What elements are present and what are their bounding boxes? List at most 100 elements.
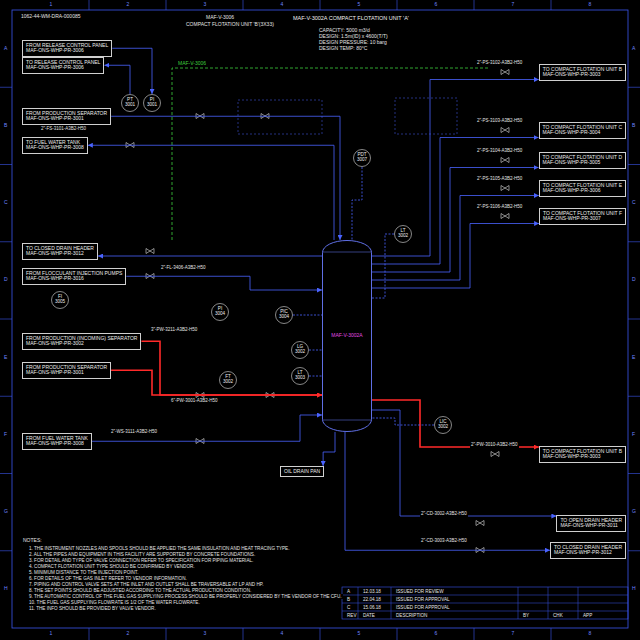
revision-cell: DESCRIPTION	[395, 613, 428, 618]
instrument-bubble: PI 3004	[211, 303, 229, 321]
instrument-bubble: LG 3002	[291, 341, 309, 359]
process-pipe	[372, 168, 539, 273]
package-boundary	[172, 68, 490, 240]
line-number: 2"-PS-3102-A3B2-H50	[476, 61, 523, 66]
instrument-tag: LIC 3002	[438, 420, 448, 430]
off-page-connector: FROM FUEL WATER TANKMAF-ONS-WHP-PR-3008	[22, 433, 92, 450]
instrument-tag: FT 3002	[223, 375, 233, 385]
grid-reference: 4	[280, 2, 285, 8]
bubble-circle	[212, 304, 229, 321]
title-block-text: COMPACT FLOTATION UNIT 'B'(3X33)	[185, 22, 275, 28]
instrument-bubble: FI 3005	[51, 291, 69, 309]
process-pipe	[111, 116, 340, 240]
process-pipe	[104, 65, 130, 94]
off-page-connector: TO CLOSED DRAIN HEADERMAF-ONS-WHP-PR-301…	[550, 542, 626, 559]
line-number: 2"-PW-3010-A3B2-H50	[470, 443, 519, 448]
instrument-tag: FI 3005	[55, 295, 65, 305]
grid-reference: A	[3, 46, 8, 52]
note-text: 1. THE INSTRUMENT NOZZLES AND SPOOLS SHO…	[28, 546, 290, 551]
line-number: 2"-CD-3003-A3B2-H50	[420, 539, 468, 544]
gate-valve	[501, 70, 509, 75]
valve-station-boundary	[395, 98, 457, 134]
process-pipe	[372, 400, 539, 447]
connector-text: MAF-ONS-WHP-PR-3003	[543, 454, 622, 460]
revision-table-grid	[342, 587, 628, 619]
equipment-tag: MAF-V-3002A	[331, 333, 362, 339]
connector-text: OIL DRAIN PAN	[284, 469, 320, 475]
signal-line	[293, 315, 322, 316]
grid-reference: D	[3, 277, 9, 283]
note-text: 7. PIPING AND CONTROL VALVE SETS AT THE …	[28, 582, 264, 587]
bubble-circle	[292, 368, 309, 385]
grid-reference: 3	[203, 2, 208, 8]
bubble-circle	[354, 150, 371, 167]
title-block-text: DESIGN: 1.5m(ID) x 4600(T/T)	[318, 34, 389, 40]
instrument-tag: PI 3001	[147, 98, 157, 108]
revision-cell: ISSUED FOR APPROVAL	[395, 605, 451, 610]
bubble-circle	[435, 417, 452, 434]
grid-reference: H	[631, 586, 637, 592]
off-page-connector: FROM RELEASE CONTROL PANELMAF-ONS-WHP-PR…	[22, 40, 112, 57]
grid-reference: 2	[126, 2, 131, 8]
grid-reference: D	[631, 277, 637, 283]
revision-cell: B	[346, 597, 351, 602]
title-block-text: CAPACITY: 5000 m3/d	[318, 28, 371, 34]
grid-reference: F	[631, 432, 636, 438]
connector-text: MAF-ONS-WHP-PR-3006	[543, 188, 622, 194]
grid-reference: B	[631, 123, 636, 129]
grid-reference: 6	[434, 2, 439, 8]
bubble-circle	[220, 372, 237, 389]
bubble-circle	[144, 95, 161, 112]
connector-text: MAF-ONS-WHP-PR-3001	[26, 370, 107, 376]
instrument-tag: LT 3003	[295, 371, 305, 381]
revision-cell: APP	[582, 613, 593, 618]
instrument-bubble: LT 3003	[291, 367, 309, 385]
process-pipe	[126, 276, 322, 290]
line-number: 6"-PW-3001-A3B2-H50	[170, 399, 219, 404]
drain-pan-box: OIL DRAIN PAN	[280, 466, 324, 477]
bubble-circle	[122, 95, 139, 112]
note-text: 5. MINIMUM DISTANCE TO THE INJECTION POI…	[28, 570, 139, 575]
process-pipe	[88, 145, 334, 240]
gate-valve	[501, 214, 509, 219]
process-pipe	[372, 224, 539, 289]
title-block-text: DESIGN PRESSURE: 10 barg	[318, 40, 388, 46]
line-number: 2"-PS-3103-A3B2-H50	[476, 119, 523, 124]
process-pipe	[111, 370, 322, 395]
gate-valve	[501, 186, 509, 191]
revision-cell: A	[346, 589, 351, 594]
revision-cell: BY	[522, 613, 530, 618]
off-page-connector: FROM FLOCCULANT INJECTION PUMPSMAF-ONS-W…	[22, 268, 126, 285]
off-page-connector: FROM PRODUCTION SEPARATORMAF-ONS-WHP-PR-…	[22, 108, 111, 125]
line-number: 2"-PS-3104-A3B2-H50	[476, 149, 523, 154]
process-pipe	[372, 410, 556, 516]
package-tag: MAF-V-3006	[177, 61, 207, 67]
grid-reference: G	[3, 509, 9, 515]
signal-line	[372, 418, 434, 425]
instrument-bubble: PIC 3004	[275, 306, 293, 324]
off-page-connector: TO FUEL WATER TANKMAF-ONS-WHP-PR-3008	[22, 137, 88, 154]
process-pipe	[112, 48, 152, 94]
grid-reference: 8	[588, 2, 593, 8]
connector-text: MAF-ONS-WHP-PR-3008	[26, 145, 84, 151]
process-pipe	[372, 138, 539, 265]
line-number: 2"-FL-3406-A3B2-H50	[160, 266, 207, 271]
note-text: 8. THE SET POINTS SHOULD BE ADJUSTED ACC…	[28, 588, 252, 593]
grid-reference: 7	[511, 2, 516, 8]
grid-reference: 8	[588, 631, 593, 637]
connector-text: MAF-ONS-WHP-PR-3008	[26, 441, 88, 447]
line-number: 2"-FS-3101-A3B2-H50	[40, 127, 87, 132]
line-number: 3"-PW-3211-A3B2-H50	[150, 328, 198, 333]
title-block-text: MAF-V-3006	[205, 15, 235, 21]
gate-valve	[501, 158, 509, 163]
connector-text: MAF-ONS-WHP-PR-3012	[26, 251, 94, 257]
revision-cell: ISSUED FOR REVIEW	[395, 589, 444, 594]
grid-reference: 4	[280, 631, 285, 637]
off-page-connector: TO COMPACT FLOTATION UNIT BMAF-ONS-WHP-P…	[539, 446, 626, 463]
grid-reference: G	[631, 509, 637, 515]
grid-reference: F	[3, 432, 8, 438]
grid-reference: E	[3, 355, 8, 361]
grid-reference: 5	[357, 631, 362, 637]
line-number: 2"-WS-3111-A3B2-H50	[110, 430, 158, 435]
